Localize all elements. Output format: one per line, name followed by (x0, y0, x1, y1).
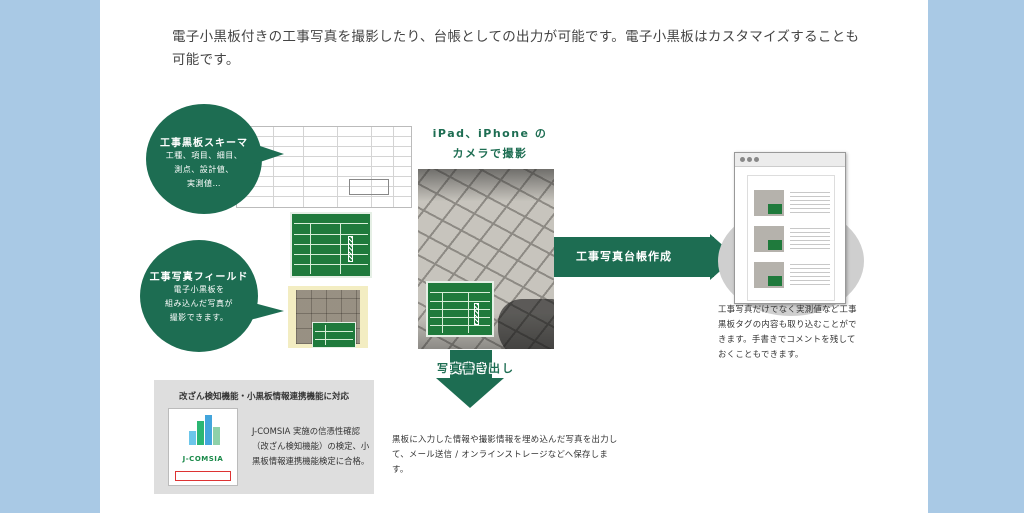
ledger-arrow: 工事写真台帳作成 (554, 237, 714, 277)
construction-photo (418, 169, 554, 349)
report-description: 工事写真だけでなく実測値など工事黒板タグの内容も取り込むことができます。手書きで… (718, 304, 857, 359)
field-photo-sample (288, 286, 368, 348)
j-comsia-logo-text: J-COMSIA (182, 455, 224, 463)
field-bubble-line1: 電子小黒板を (173, 285, 225, 294)
field-bubble-line2: 組み込んだ写真が (165, 299, 233, 308)
schema-bubble: 工事黒板スキーマ 工種、項目、細目、 測点、設計値、 実測値… (146, 104, 284, 214)
field-bubble: 工事写真フィールド 電子小黒板を 組み込んだ写真が 撮影できます。 (140, 240, 284, 352)
schema-bubble-title: 工事黒板スキーマ (160, 138, 248, 149)
schema-bubble-line1: 工種、項目、細目、 (165, 151, 243, 160)
photo-blackboard (426, 281, 494, 337)
report-sheet (747, 175, 835, 301)
schema-bubble-line3: 実測値… (187, 179, 221, 188)
certification-title: 改ざん検知機能・小黒板情報連携機能に対応 (178, 392, 349, 402)
export-arrow-head (436, 378, 504, 408)
camera-label-line2: カメラで撮影 (452, 147, 528, 160)
blackboard-sample (290, 212, 372, 278)
export-description: 黒板に入力した情報や撮影情報を埋め込んだ写真を出力して、メール送信 / オンライ… (392, 434, 618, 474)
j-comsia-logo: J-COMSIA (168, 408, 238, 486)
export-arrow-label: 写真書き出し (437, 362, 515, 375)
camera-label: iPad、iPhone の カメラで撮影 (420, 124, 560, 164)
field-bubble-line3: 撮影できます。 (169, 313, 229, 322)
schema-bubble-line2: 測点、設計値、 (174, 165, 234, 174)
schema-form-image (236, 126, 412, 208)
camera-label-line1: iPad、iPhone の (432, 127, 548, 140)
field-bubble-title: 工事写真フィールド (149, 272, 249, 283)
intro-text: 電子小黒板付きの工事写真を撮影したり、台帳としての出力が可能です。電子小黒板はカ… (172, 29, 860, 68)
certification-text: J-COMSIA 実施の信憑性確認（改ざん検知機能）の検定、小黒板情報連携機能検… (252, 426, 370, 466)
export-arrow (450, 350, 492, 378)
certification-box: 改ざん検知機能・小黒板情報連携機能に対応 J-COMSIA J-COMSIA 実… (154, 380, 374, 494)
page: 電子小黒板付きの工事写真を撮影したり、台帳としての出力が可能です。電子小黒板はカ… (100, 0, 928, 513)
report-tablet (734, 152, 846, 304)
